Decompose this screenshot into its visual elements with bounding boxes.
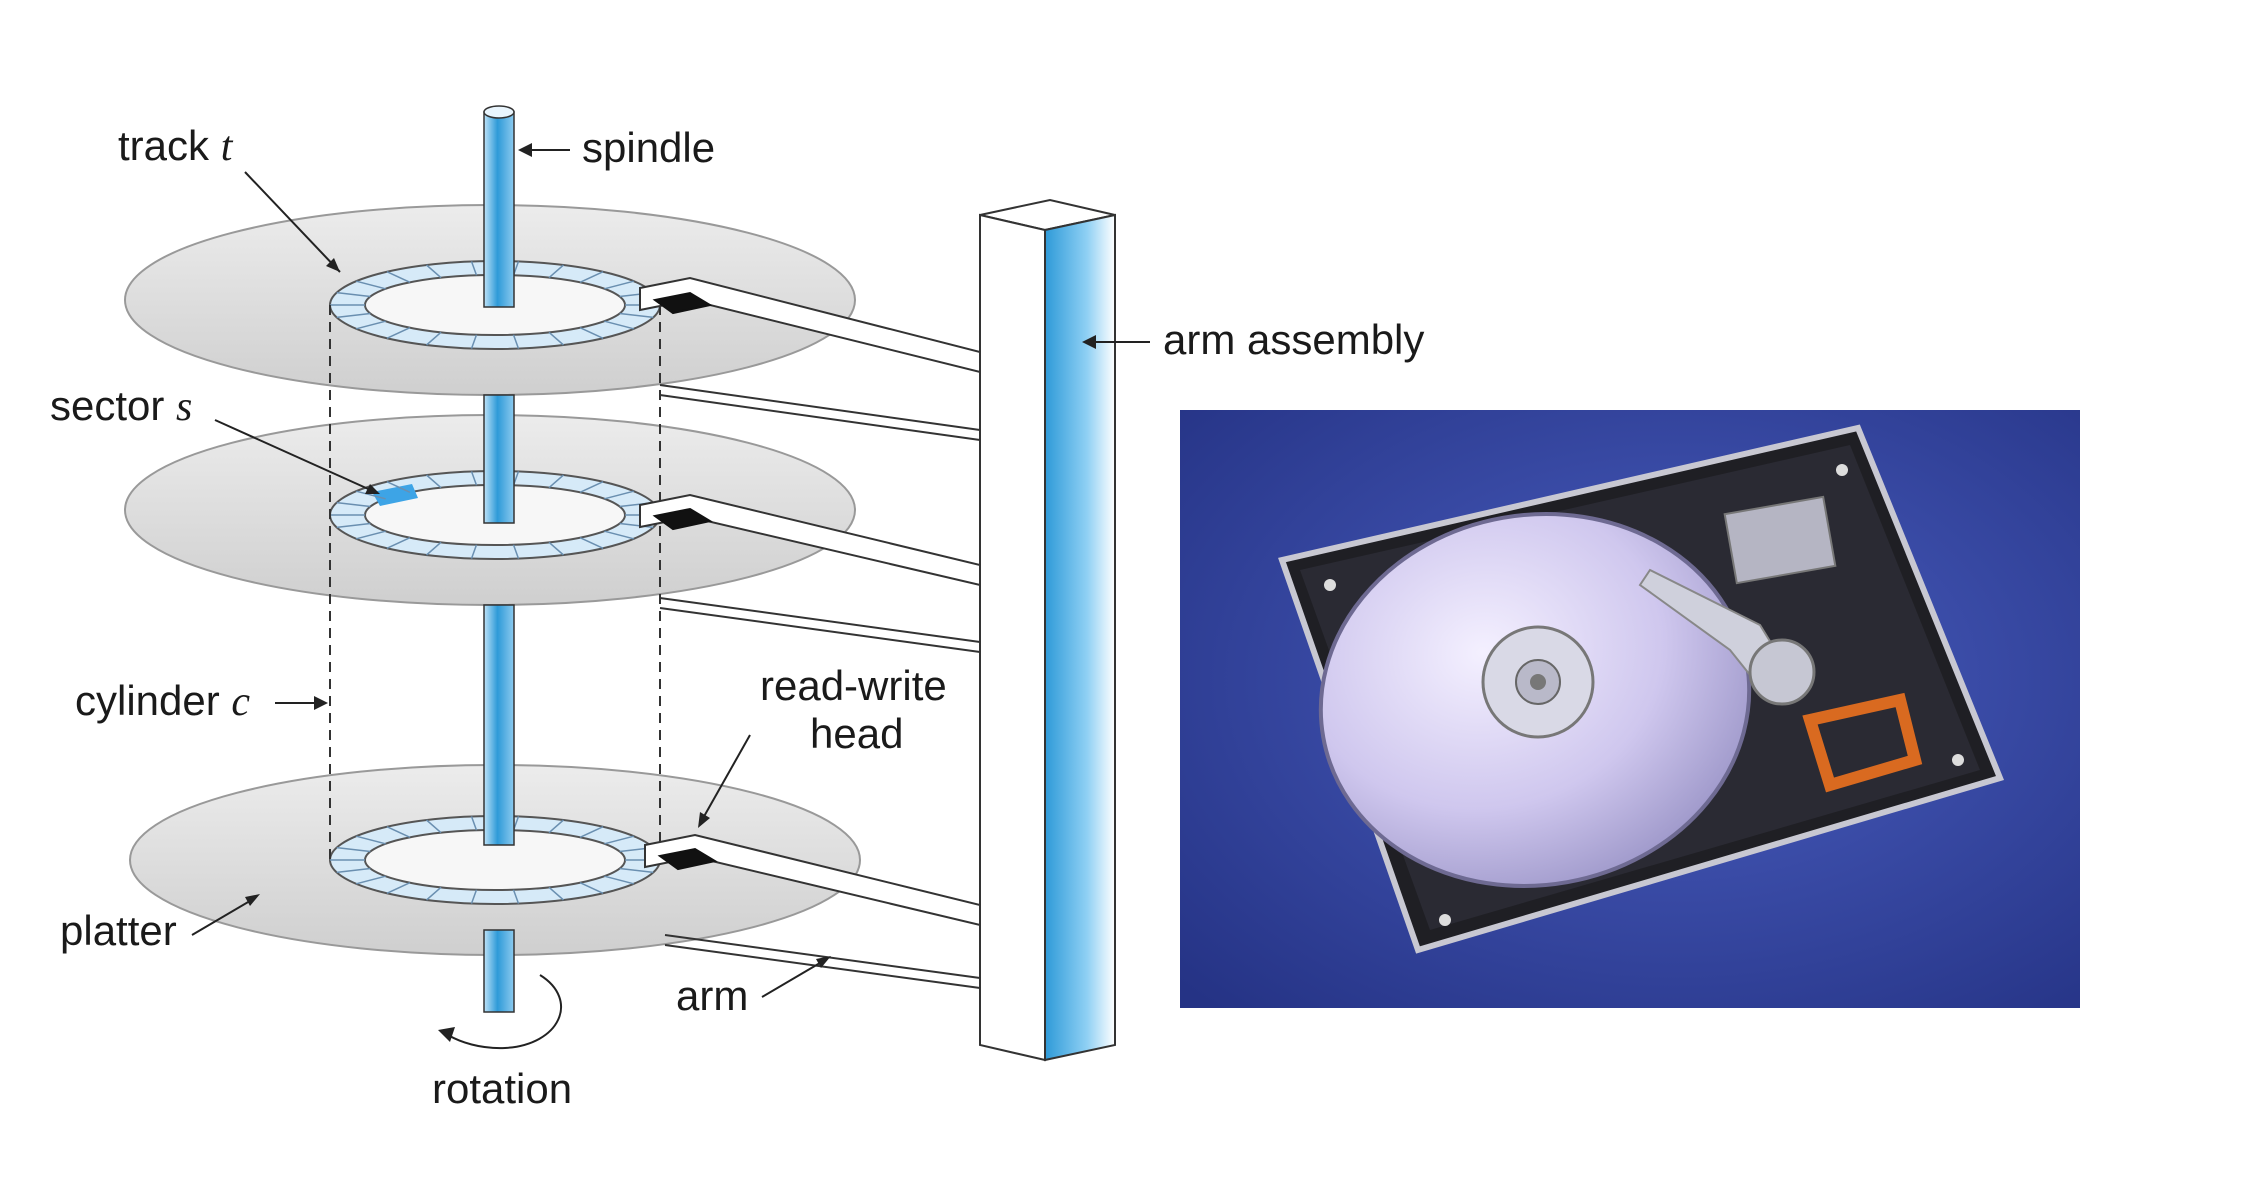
svg-text:arm: arm	[676, 972, 748, 1019]
svg-text:track t: track t	[118, 122, 234, 170]
svg-text:head: head	[810, 710, 903, 757]
svg-text:cylinder c: cylinder c	[75, 677, 250, 725]
svg-text:platter: platter	[60, 907, 177, 954]
label-arm-assembly: arm assembly	[1082, 316, 1424, 363]
svg-text:spindle: spindle	[582, 124, 715, 171]
label-cylinder: cylinder c	[75, 677, 328, 725]
arm-assembly-column	[980, 200, 1115, 1060]
svg-text:rotation: rotation	[432, 1065, 572, 1112]
label-spindle: spindle	[518, 124, 715, 171]
svg-text:read-write: read-write	[760, 662, 947, 709]
svg-text:arm assembly: arm assembly	[1163, 316, 1424, 363]
hard-drive-photo	[1180, 410, 2080, 1008]
svg-text:sector s: sector s	[50, 382, 192, 430]
